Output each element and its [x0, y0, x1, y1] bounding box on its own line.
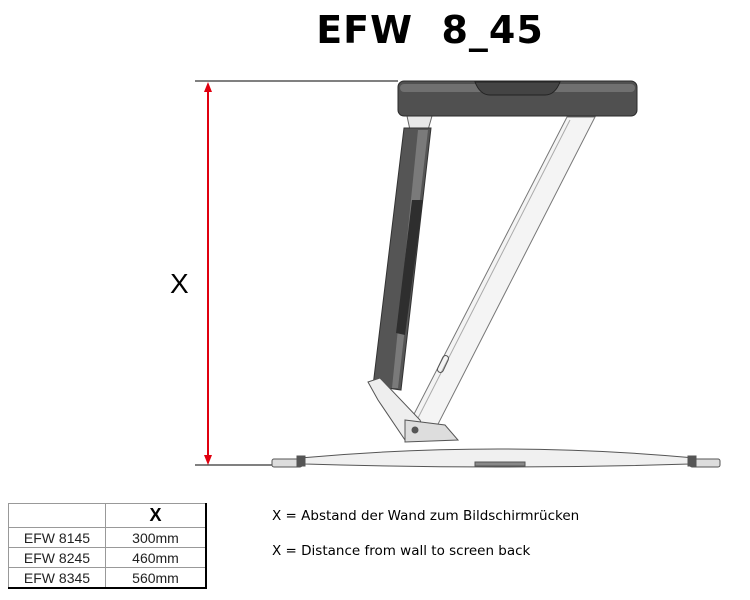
hinge-bracket	[367, 377, 460, 443]
table-header-model	[8, 503, 106, 528]
table-row: EFW 8245 460mm	[8, 547, 207, 568]
model-cell: EFW 8345	[8, 567, 106, 589]
x-value-cell: 560mm	[105, 567, 207, 589]
base-plate	[271, 448, 721, 468]
monitor-screen	[397, 80, 638, 117]
monitor-arm	[372, 115, 433, 391]
table-row: EFW 8145 300mm	[8, 527, 207, 548]
model-cell: EFW 8145	[8, 527, 106, 548]
model-cell: EFW 8245	[8, 547, 106, 568]
model-dimension-table: X EFW 8145 300mm EFW 8245 460mm EFW 8345…	[8, 503, 207, 589]
note-german: X = Abstand der Wand zum Bildschirmrücke…	[272, 508, 580, 524]
support-strut	[411, 116, 596, 431]
note-english: X = Distance from wall to screen back	[272, 543, 531, 559]
dimension-arrow	[204, 82, 212, 465]
x-value-cell: 460mm	[105, 547, 207, 568]
x-value-cell: 300mm	[105, 527, 207, 548]
table-row: EFW 8345 560mm	[8, 567, 207, 589]
table-header-x: X	[105, 503, 207, 528]
table-header-row: X	[8, 503, 207, 528]
page-title: EFW 8_45	[316, 8, 544, 52]
dimension-label: X	[170, 268, 189, 299]
